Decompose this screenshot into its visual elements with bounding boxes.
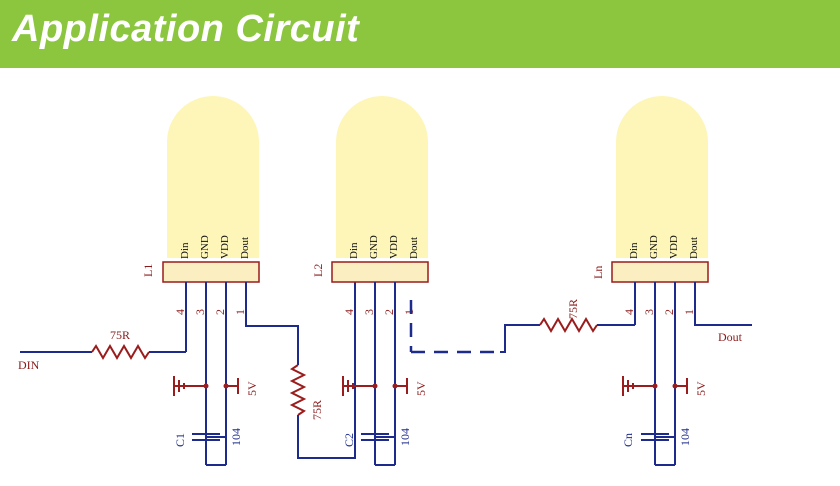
led-2-body	[336, 96, 428, 258]
led-1-body	[167, 96, 259, 258]
led-2-pinnum-1: 1	[402, 309, 416, 315]
capacitor-c1-ref: C1	[173, 433, 187, 447]
led-2-pinnum-2: 2	[382, 309, 396, 315]
supply-1-label: 5V	[245, 381, 259, 396]
header-banner: Application Circuit	[0, 0, 840, 68]
resistor-r1-value: 75R	[110, 328, 130, 342]
led-1-pinnum-2: 2	[213, 309, 227, 315]
led-2-pin-dout: Dout	[408, 237, 420, 259]
led-1-pin-dout: Dout	[239, 237, 251, 259]
capacitor-c2	[361, 433, 395, 441]
output-label: Dout	[718, 330, 743, 344]
page-title: Application Circuit	[12, 8, 360, 50]
capacitor-cn	[641, 433, 675, 441]
capacitor-cn-ref: Cn	[621, 433, 635, 447]
capacitor-c2-ref: C2	[342, 433, 356, 447]
led-n-ref: Ln	[591, 266, 605, 279]
circuit-diagram: L1 Din GND VDD Dout 4 3 2 1 75R DIN	[18, 96, 752, 466]
led-2-pin-gnd: GND	[368, 235, 380, 259]
resistor-r3-value: 75R	[566, 299, 580, 319]
led-2-pin-box	[331, 261, 429, 283]
supply-2-label: 5V	[414, 381, 428, 396]
capacitor-cn-value: 104	[678, 428, 692, 446]
led-1-pinnum-3: 3	[193, 309, 207, 315]
led-1-pinnum-4: 4	[173, 309, 187, 315]
input-label: DIN	[18, 358, 40, 372]
resistor-r1	[91, 344, 150, 360]
led-1-ref: L1	[141, 264, 155, 277]
led-2: L2 Din GND VDD Dout 4 3 2 1 5V	[311, 96, 500, 466]
led-1: L1 Din GND VDD Dout 4 3 2 1 75R DIN	[18, 96, 299, 466]
resistor-r3	[539, 317, 598, 333]
led-1-pin-din: Din	[179, 242, 191, 259]
led-n-body	[616, 96, 708, 258]
led-n-pin-box	[611, 261, 709, 283]
led-n-pin-dout: Dout	[688, 237, 700, 259]
led-1-pin-box	[162, 261, 260, 283]
ground-n-icon	[622, 376, 655, 396]
led-2-pinnum-3: 3	[362, 309, 376, 315]
led-n-pinnum-3: 3	[642, 309, 656, 315]
led-n-pin-gnd: GND	[648, 235, 660, 259]
ground-2-icon	[342, 376, 375, 396]
led-1-pin-vdd: VDD	[219, 235, 231, 259]
led-n-pinnum-2: 2	[662, 309, 676, 315]
led-2-pin-vdd: VDD	[388, 235, 400, 259]
led-n-pin-din: Din	[628, 242, 640, 259]
led-1-pin-gnd: GND	[199, 235, 211, 259]
capacitor-c1-value: 104	[229, 428, 243, 446]
led-1-pinnum-1: 1	[233, 309, 247, 315]
led-n-pinnum-4: 4	[622, 309, 636, 315]
led-n-pinnum-1: 1	[682, 309, 696, 315]
led-2-pinnum-4: 4	[342, 309, 356, 315]
capacitor-c2-value: 104	[398, 428, 412, 446]
led-2-ref: L2	[311, 264, 325, 277]
supply-n-label: 5V	[694, 381, 708, 396]
led-2-pin-din: Din	[348, 242, 360, 259]
capacitor-c1	[192, 433, 226, 441]
led-n-pin-vdd: VDD	[668, 235, 680, 259]
led-n: Ln Din GND VDD Dout 4 3 2 1 Dout 5V	[591, 96, 752, 466]
ground-1-icon	[173, 376, 206, 396]
resistor-r2	[289, 364, 307, 416]
resistor-r2-value: 75R	[310, 400, 324, 420]
